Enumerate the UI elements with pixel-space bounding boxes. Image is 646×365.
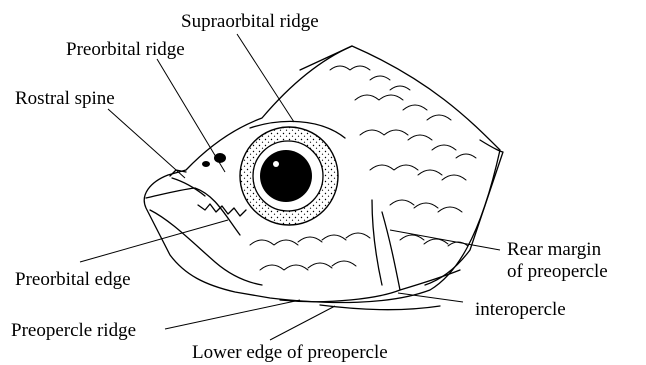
eye xyxy=(240,127,338,225)
leader-lower-edge xyxy=(270,306,335,340)
leader-preorbital-edge xyxy=(80,220,228,262)
preopercle xyxy=(280,212,400,302)
nostril-icon xyxy=(214,153,226,163)
label-rear-margin-line2: of preopercle xyxy=(507,262,608,282)
leader-rear-margin xyxy=(390,230,500,250)
label-rear-margin-line1: Rear margin xyxy=(507,240,601,260)
label-interopercle: interopercle xyxy=(475,300,566,320)
label-preorbital-ridge: Preorbital ridge xyxy=(66,40,185,60)
label-preorbital-edge: Preorbital edge xyxy=(15,270,131,290)
leader-preorbital-ridge xyxy=(157,59,225,172)
label-lower-edge-of-preopercle: Lower edge of preopercle xyxy=(192,343,388,363)
leader-preopercle-ridge xyxy=(165,300,300,329)
label-preopercle-ridge: Preopercle ridge xyxy=(11,321,136,341)
leader-rostral-spine xyxy=(108,109,185,178)
opercle-rear xyxy=(425,140,503,285)
label-rostral-spine: Rostral spine xyxy=(15,89,115,109)
leader-supraorbital xyxy=(237,34,294,122)
leader-interopercle xyxy=(398,293,463,302)
label-supraorbital-ridge: Supraorbital ridge xyxy=(181,12,319,32)
